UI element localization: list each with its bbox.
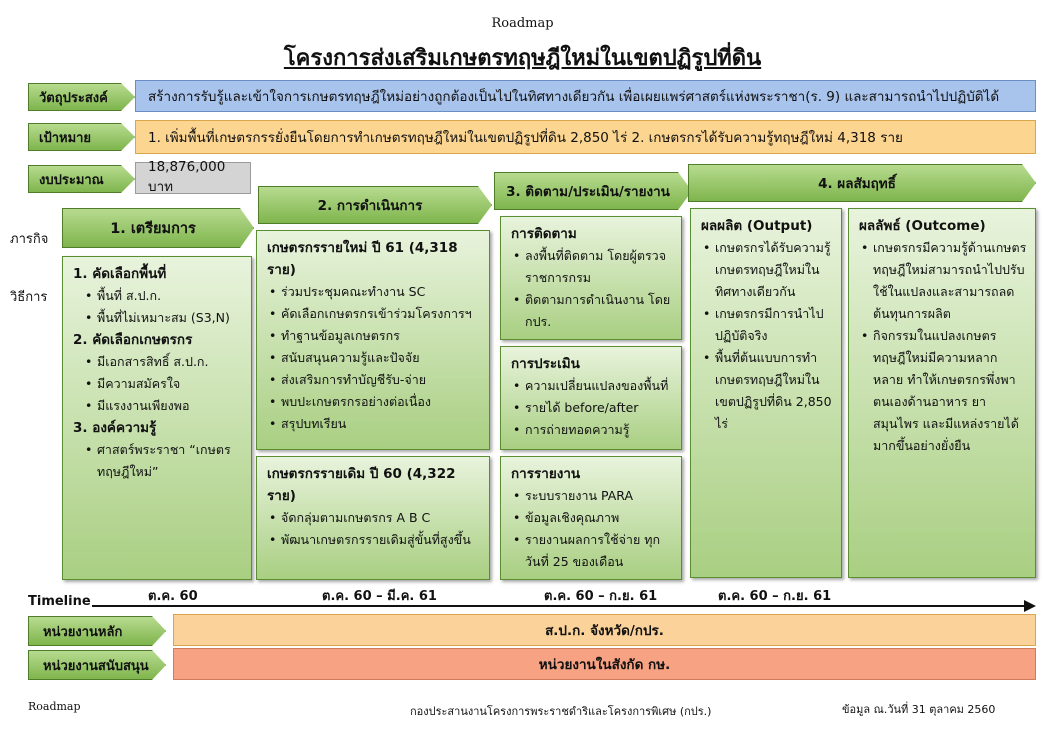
- footer-center: กองประสานงานโครงการพระราชดำริและโครงการพ…: [410, 705, 712, 718]
- list-item: พบปะเกษตรกรอย่างต่อเนื่อง: [267, 391, 481, 413]
- support-unit-label: หน่วยงานสนับสนุน: [28, 650, 166, 680]
- reporting-title: การรายงาน: [511, 466, 581, 482]
- phase-2-header: 2. การดำเนินการ: [258, 186, 492, 224]
- timeline-line: [92, 605, 1032, 607]
- list-item: ร่วมประชุมคณะทำงาน SC: [267, 281, 481, 303]
- list-item: ระบบรายงาน PARA: [511, 485, 673, 507]
- existing-farmers-title: เกษตรกรรายเดิม ปี 60 (4,322 ราย): [267, 466, 456, 504]
- outcome-title: ผลลัพธ์ (Outcome): [859, 218, 986, 234]
- new-farmers-box: เกษตรกรรายใหม่ ปี 61 (4,318 ราย) ร่วมประ…: [256, 230, 490, 450]
- list-item: เกษตรกรได้รับความรู้เกษตรทฤษฎีใหม่ในทิศท…: [701, 237, 833, 303]
- budget-label: งบประมาณ: [28, 165, 135, 193]
- list-item: ลงพื้นที่ติดตาม โดยผู้ตรวจราชการกรม: [511, 245, 673, 289]
- phase-1-header: 1. เตรียมการ: [62, 208, 254, 248]
- mission-label: ภารกิจ: [10, 232, 49, 247]
- outcome-box: ผลลัพธ์ (Outcome) เกษตรกรมีความรู้ด้านเก…: [848, 208, 1036, 578]
- list-item: พื้นที่ไม่เหมาะสม (S3,N): [83, 307, 243, 329]
- target-label: เป้าหมาย: [28, 123, 135, 151]
- list-item: ความเปลี่ยนแปลงของพื้นที่: [511, 375, 673, 397]
- list-item: คัดเลือกเกษตรกรเข้าร่วมโครงการฯ: [267, 303, 481, 325]
- list-item: พัฒนาเกษตรกรรายเดิมสู่ขั้นที่สูงขึ้น: [267, 529, 481, 551]
- page-title: โครงการส่งเสริมเกษตรทฤษฎีใหม่ในเขตปฏิรูป…: [283, 45, 762, 71]
- phase-4-header: 4. ผลสัมฤทธิ์: [688, 164, 1036, 202]
- timeline-label: Timeline: [28, 594, 91, 609]
- list-item: รายงานผลการใช้จ่าย ทุกวันที่ 25 ของเดือน: [511, 529, 673, 573]
- list-item: พื้นที่ ส.ป.ก.: [83, 285, 243, 307]
- list-item: เกษตรกรมีการนำไปปฏิบัติจริง: [701, 303, 833, 347]
- evaluation-box: การประเมิน ความเปลี่ยนแปลงของพื้นที่ ราย…: [500, 346, 682, 450]
- timeline-date-1: ต.ค. 60: [148, 589, 198, 604]
- preparation-box: 1. คัดเลือกพื้นที่ พื้นที่ ส.ป.ก. พื้นที…: [62, 256, 252, 580]
- timeline-arrow-icon: [1024, 600, 1036, 612]
- list-item: มีแรงงานเพียงพอ: [83, 395, 243, 417]
- prep-heading-farmer: 2. คัดเลือกเกษตรกร: [73, 332, 193, 348]
- monitoring-title: การติดตาม: [511, 226, 577, 242]
- footer-right: ข้อมูล ณ.วันที่ 31 ตุลาคม 2560: [842, 703, 996, 716]
- target-text: 1. เพิ่มพื้นที่เกษตรกรรยั่งยืนโดยการทำเก…: [135, 120, 1036, 154]
- list-item: ติดตามการดำเนินงาน โดย กปร.: [511, 289, 673, 333]
- existing-farmers-box: เกษตรกรรายเดิม ปี 60 (4,322 ราย) จัดกลุ่…: [256, 456, 490, 580]
- timeline-date-3: ต.ค. 60 – ก.ย. 61: [544, 589, 658, 604]
- list-item: กิจกรรมในแปลงเกษตรทฤษฎีใหม่มีความหลากหลา…: [859, 325, 1027, 457]
- list-item: สนับสนุนความรู้และปัจจัย: [267, 347, 481, 369]
- evaluation-title: การประเมิน: [511, 356, 580, 372]
- list-item: ศาสตร์พระราชา “เกษตรทฤษฎีใหม่”: [83, 439, 243, 483]
- timeline-date-2: ต.ค. 60 – มี.ค. 61: [322, 589, 437, 604]
- support-unit-text: หน่วยงานในสังกัด กษ.: [173, 648, 1036, 680]
- phase-3-header: 3. ติดตาม/ประเมิน/รายงาน: [494, 172, 692, 210]
- list-item: จัดกลุ่มตามเกษตรกร A B C: [267, 507, 481, 529]
- list-item: รายได้ before/after: [511, 397, 673, 419]
- method-label: วิธีการ: [10, 290, 48, 305]
- budget-text: 18,876,000 บาท: [135, 159, 251, 195]
- output-title: ผลผลิต (Output): [701, 218, 813, 234]
- objective-label: วัตถุประสงค์: [28, 83, 135, 111]
- list-item: สรุปบทเรียน: [267, 413, 481, 435]
- reporting-box: การรายงาน ระบบรายงาน PARA ข้อมูลเชิงคุณภ…: [500, 456, 682, 580]
- list-item: มีเอกสารสิทธิ์ ส.ป.ก.: [83, 351, 243, 373]
- output-box: ผลผลิต (Output) เกษตรกรได้รับความรู้เกษต…: [690, 208, 842, 578]
- list-item: เกษตรกรมีความรู้ด้านเกษตรทฤษฎีใหม่สามารถ…: [859, 237, 1027, 325]
- monitoring-box: การติดตาม ลงพื้นที่ติดตาม โดยผู้ตรวจราชก…: [500, 216, 682, 340]
- objective-text: สร้างการรับรู้และเข้าใจการเกษตรทฤษฎีใหม่…: [135, 80, 1036, 112]
- list-item: ข้อมูลเชิงคุณภาพ: [511, 507, 673, 529]
- list-item: ส่งเสริมการทำบัญชีรับ-จ่าย: [267, 369, 481, 391]
- main-unit-label: หน่วยงานหลัก: [28, 616, 166, 646]
- prep-heading-area: 1. คัดเลือกพื้นที่: [73, 266, 167, 282]
- new-farmers-title: เกษตรกรรายใหม่ ปี 61 (4,318 ราย): [267, 240, 458, 278]
- footer-left: Roadmap: [28, 700, 81, 713]
- list-item: พื้นที่ต้นแบบการทำเกษตรทฤษฎีใหม่ในเขตปฏิ…: [701, 347, 833, 435]
- prep-heading-knowledge: 3. องค์ความรู้: [73, 420, 157, 436]
- main-unit-text: ส.ป.ก. จังหวัด/กปร.: [173, 614, 1036, 646]
- list-item: การถ่ายทอดความรู้: [511, 419, 673, 441]
- list-item: ทำฐานข้อมูลเกษตรกร: [267, 325, 481, 347]
- list-item: มีความสมัครใจ: [83, 373, 243, 395]
- timeline-date-4: ต.ค. 60 – ก.ย. 61: [718, 589, 832, 604]
- page-label: Roadmap: [491, 16, 554, 31]
